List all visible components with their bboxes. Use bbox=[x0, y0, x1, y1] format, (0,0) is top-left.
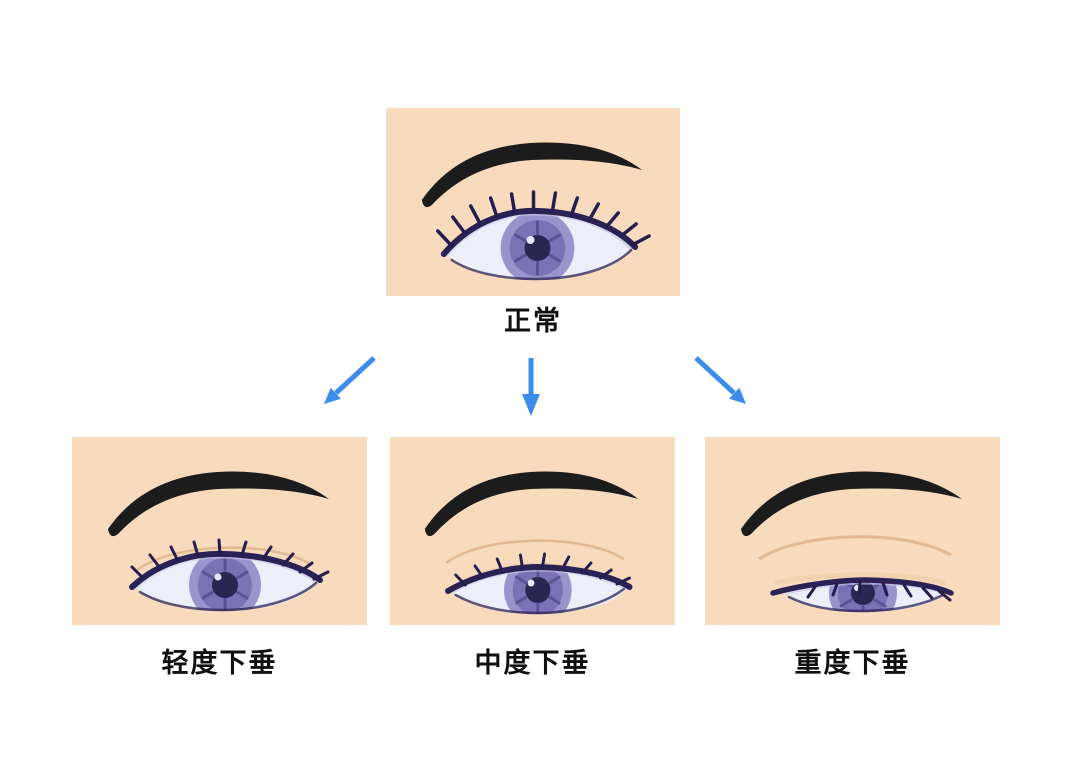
eyelid-crease bbox=[758, 535, 952, 561]
mild-ptosis-label: 轻度下垂 bbox=[161, 648, 278, 679]
eyelashes bbox=[454, 552, 632, 587]
normal-label: 正常 bbox=[504, 306, 562, 337]
pupil-highlight bbox=[526, 236, 535, 244]
normal-eye-illustration bbox=[421, 142, 651, 281]
mild-ptosis-illustration bbox=[108, 471, 330, 612]
eyebrow bbox=[741, 471, 962, 537]
eyebrow bbox=[108, 471, 329, 537]
lower-lid-line bbox=[138, 581, 318, 612]
moderate-ptosis-label: 中度下垂 bbox=[474, 648, 591, 679]
eyelashes bbox=[130, 538, 330, 581]
upper-lid-line bbox=[770, 577, 954, 596]
upper-lid-line bbox=[445, 563, 633, 594]
severe-ptosis-panel bbox=[705, 437, 1000, 625]
lower-lid-line bbox=[450, 248, 633, 281]
mild-ptosis-panel bbox=[72, 437, 367, 625]
iris-spokes bbox=[201, 557, 249, 611]
down-arrow-icon bbox=[522, 358, 540, 416]
eyelid-crease bbox=[445, 539, 625, 565]
moderate-ptosis-panel bbox=[390, 437, 675, 625]
severe-ptosis-illustration bbox=[741, 471, 962, 613]
pupil-highlight bbox=[527, 579, 535, 587]
lid-fold-shadow bbox=[774, 572, 946, 586]
down-right-arrow-icon bbox=[694, 356, 746, 404]
moderate-ptosis-illustration bbox=[424, 471, 639, 615]
pupil-highlight bbox=[214, 573, 222, 581]
eyebrow bbox=[424, 471, 639, 537]
upper-lid-line bbox=[440, 207, 639, 257]
down-left-arrow-icon bbox=[324, 356, 376, 404]
iris-spokes bbox=[514, 220, 561, 276]
eyebrow bbox=[421, 142, 643, 208]
lower-lid-line bbox=[787, 593, 945, 613]
lower-lid-line bbox=[454, 587, 626, 615]
normal-eye-panel bbox=[386, 108, 680, 296]
severe-ptosis-label: 重度下垂 bbox=[794, 648, 911, 679]
eyelashes bbox=[436, 190, 651, 248]
iris-spokes bbox=[515, 568, 561, 614]
eyelashes bbox=[806, 580, 952, 602]
